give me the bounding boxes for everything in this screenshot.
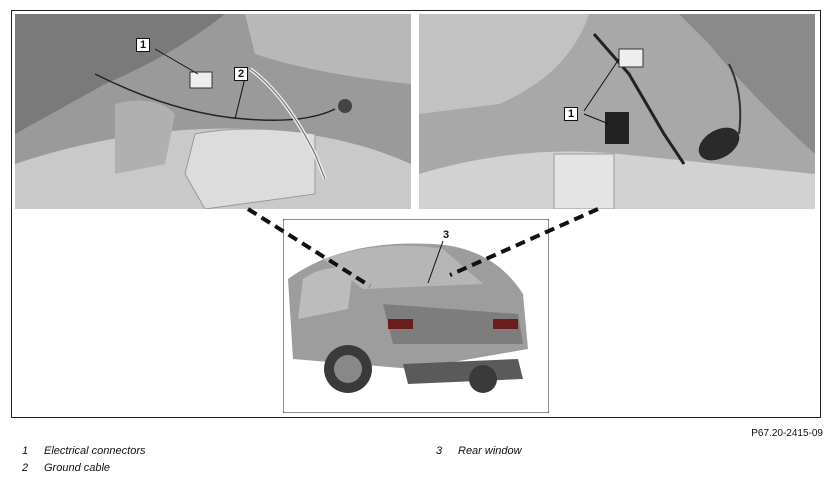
callout-3-car: 3 (443, 229, 450, 241)
wheel-rear (469, 365, 497, 393)
document-reference: P67.20-2415-09 (751, 428, 823, 439)
detail-panel-right (419, 14, 815, 209)
vehicle-overview-panel (283, 219, 549, 413)
legend-label: Rear window (458, 445, 522, 457)
connector-part (189, 71, 213, 89)
cable-line (592, 33, 686, 165)
grommet-shape (698, 127, 740, 161)
legend-item-2: 2 Ground cable (22, 462, 110, 474)
legend-label: Electrical connectors (44, 445, 146, 457)
callout-1-right: 1 (564, 107, 579, 121)
callout-2-left: 2 (234, 67, 249, 81)
connector-part-upper (618, 48, 644, 68)
tail-light-left (388, 319, 413, 329)
legend-item-1: 1 Electrical connectors (22, 445, 146, 457)
legend-item-3: 3 Rear window (436, 445, 522, 457)
detail-panel-left (15, 14, 411, 209)
legend-number: 3 (436, 445, 443, 457)
legend-number: 1 (22, 445, 29, 457)
legend-number: 2 (22, 462, 29, 474)
grommet-shape (338, 99, 352, 113)
cable-line (94, 73, 336, 121)
connector-part-lower (605, 112, 629, 144)
legend-label: Ground cable (44, 462, 111, 474)
tail-light-right (493, 319, 518, 329)
callout-1-left: 1 (136, 38, 151, 52)
